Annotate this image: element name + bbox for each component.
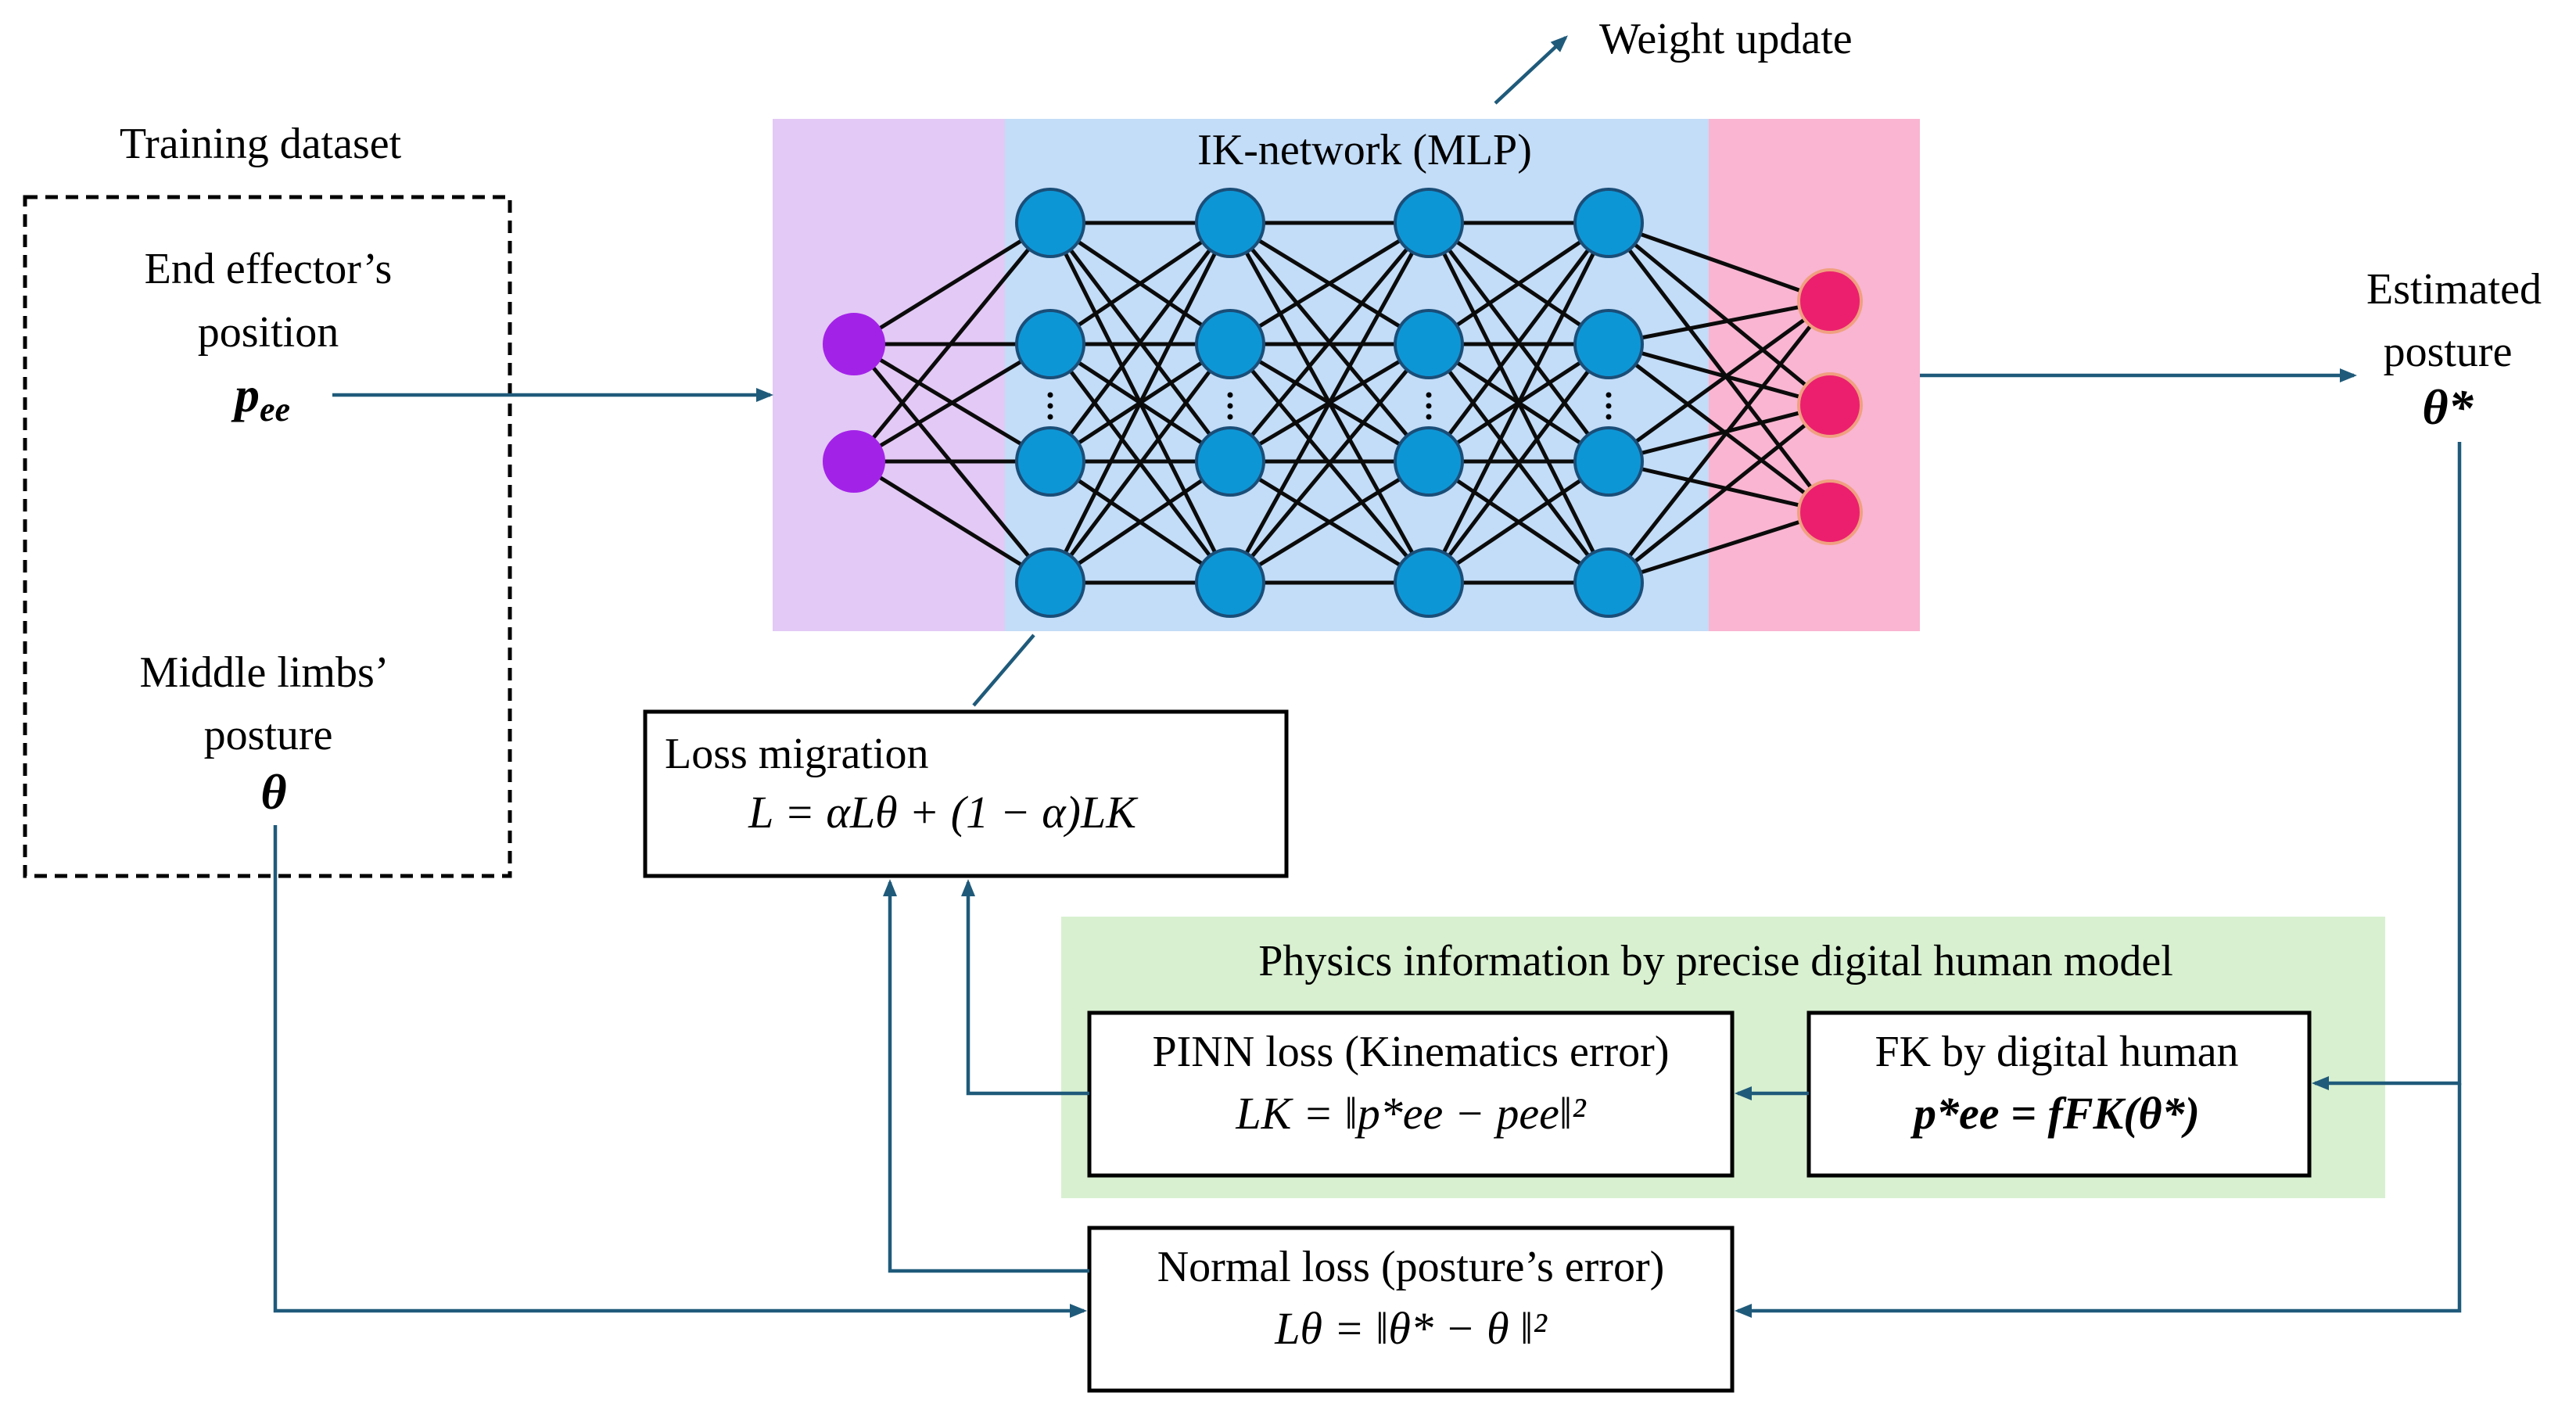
network-connection — [1427, 459, 1610, 585]
network-connection — [1608, 459, 1831, 515]
network-connection — [1608, 403, 1831, 464]
network-connection — [1607, 300, 1832, 584]
theta-symbol: θ — [260, 764, 286, 820]
weight-update-arrow — [1494, 35, 1568, 105]
hidden-node — [1394, 309, 1464, 379]
ellipsis-dots — [1047, 392, 1612, 420]
training-dataset-box — [23, 195, 512, 878]
output-to-normal-arrow — [1735, 1083, 2462, 1318]
normal-loss-title: Normal loss (posture’s error) — [1157, 1243, 1665, 1291]
middle-limbs-label-line1: Middle limbs’ — [140, 648, 389, 697]
fk-formula: p*ee = fFK(θ*) — [1910, 1088, 2200, 1139]
pee-symbol: p — [231, 367, 260, 422]
pinn-loss-formula: LK = ‖p*ee − pee‖² — [1235, 1088, 1587, 1139]
normal-loss-formula: Lθ = ‖θ* − θ ‖² — [1274, 1303, 1548, 1354]
fk-title: FK by digital human — [1875, 1028, 2238, 1076]
network-connection — [1427, 343, 1610, 584]
estimated-posture-line2: posture — [2384, 328, 2513, 376]
hidden-node — [1195, 426, 1265, 497]
pee-subscript: ee — [260, 390, 290, 429]
network-connection — [852, 342, 1052, 464]
network-connection — [1427, 221, 1610, 346]
input-node — [823, 313, 885, 375]
hidden-node — [1015, 547, 1085, 618]
output-node — [1797, 372, 1863, 438]
network-connection — [1048, 221, 1232, 584]
hidden-node — [1573, 309, 1644, 379]
network-connection — [1228, 221, 1431, 584]
network-connection — [1229, 343, 1430, 584]
hidden-node — [1195, 188, 1265, 258]
network-connection — [1607, 221, 1832, 407]
network-connection — [852, 221, 1052, 463]
end-effector-label-line1: End effector’s — [145, 245, 393, 293]
theta-to-normal-arrow — [273, 825, 1087, 1318]
hidden-node — [1015, 188, 1085, 258]
hidden-node — [1195, 547, 1265, 618]
pinn-loss-box — [1087, 1010, 1735, 1178]
loss-migration-box — [643, 709, 1289, 878]
middle-limbs-label-line2: posture — [204, 711, 333, 759]
training-dataset-title: Training dataset — [120, 120, 402, 168]
hidden-node — [1394, 547, 1464, 618]
output-node — [1797, 268, 1863, 334]
network-connection — [1607, 404, 1832, 584]
network-connection — [1049, 221, 1232, 463]
end-effector-label-line2: position — [198, 308, 339, 357]
normal-loss-box — [1087, 1226, 1735, 1393]
network-connection — [1049, 343, 1232, 584]
hidden-node — [1573, 547, 1644, 618]
hidden-node — [1394, 188, 1464, 258]
network-connection — [1608, 221, 1831, 303]
network-connection — [1607, 299, 1832, 464]
network-connection — [1229, 221, 1430, 463]
network-connection — [852, 221, 1052, 346]
network-connection — [1229, 459, 1430, 585]
network-connection — [1049, 221, 1232, 346]
hidden-node — [1015, 309, 1085, 379]
network-connection — [1427, 221, 1610, 463]
hidden-node — [1394, 426, 1464, 497]
network-connection — [1607, 221, 1832, 514]
theta-star-symbol: θ* — [2422, 379, 2474, 435]
network-connection — [1608, 510, 1831, 585]
hidden-node — [1573, 188, 1644, 258]
pinn-loss-title: PINN loss (Kinematics error) — [1153, 1028, 1670, 1076]
ik-network-title: IK-network (MLP) — [1197, 126, 1532, 174]
loss-migration-title: Loss migration — [665, 730, 929, 778]
input-layer-panel — [773, 119, 1005, 631]
normal-to-loss-arrow — [883, 879, 1089, 1273]
end-effector-symbol: pee — [231, 367, 290, 429]
network-connection — [852, 459, 1052, 585]
network-connection — [1607, 343, 1832, 514]
network-connection — [1049, 459, 1232, 585]
hidden-node — [1573, 426, 1644, 497]
hidden-node — [1195, 309, 1265, 379]
pinn-to-loss-arrow — [961, 879, 1089, 1096]
loss-to-network-line — [972, 634, 1035, 707]
loss-migration-formula: L = αLθ + (1 − α)LK — [748, 787, 1139, 838]
network-connection — [1608, 299, 1831, 346]
input-node — [823, 430, 885, 493]
fk-box — [1806, 1010, 2312, 1178]
output-layer-panel — [1709, 119, 1920, 631]
estimated-posture-line1: Estimated — [2366, 265, 2542, 314]
weight-update-label: Weight update — [1599, 15, 1853, 63]
network-connection — [1608, 342, 1831, 407]
network-connection — [1426, 221, 1611, 584]
network-connection — [1229, 221, 1430, 346]
hidden-node — [1015, 426, 1085, 497]
output-node — [1797, 479, 1863, 545]
network-nodes — [823, 188, 1863, 618]
physics-title: Physics information by precise digital h… — [1258, 937, 2173, 985]
